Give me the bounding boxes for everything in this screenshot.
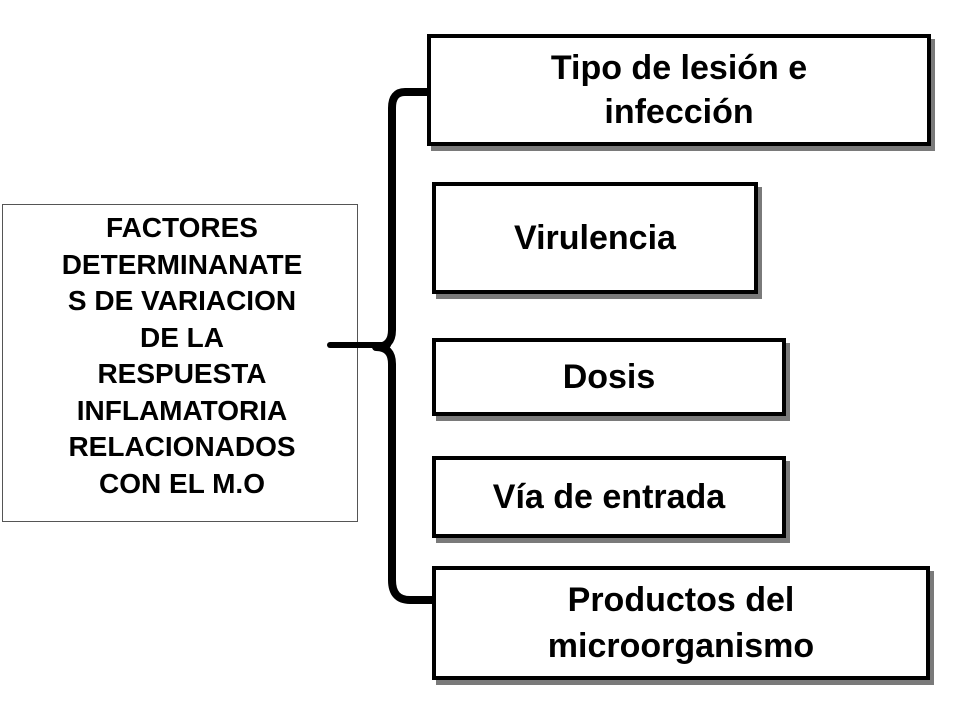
root-factor-box (2, 204, 358, 522)
factor-box-virulencia: Virulencia (432, 182, 758, 294)
factor-label: Dosis (562, 358, 656, 396)
factor-box-productos-del-microorganismo: Productos del microorganismo (432, 566, 930, 680)
factor-box-tipo-de-lesion: Tipo de lesión e infección (427, 34, 931, 146)
factor-label: Tipo de lesión e infección (550, 49, 808, 131)
factor-box-dosis: Dosis (432, 338, 786, 416)
brace-curve (372, 88, 436, 604)
factor-box-via-de-entrada: Vía de entrada (432, 456, 786, 538)
factor-label: Vía de entrada (492, 478, 726, 516)
root-factor-label: FACTORES DETERMINANATE S DE VARIACION DE… (61, 212, 303, 499)
factor-label: Virulencia (514, 219, 676, 257)
factor-label: Productos del microorganismo (547, 581, 815, 665)
